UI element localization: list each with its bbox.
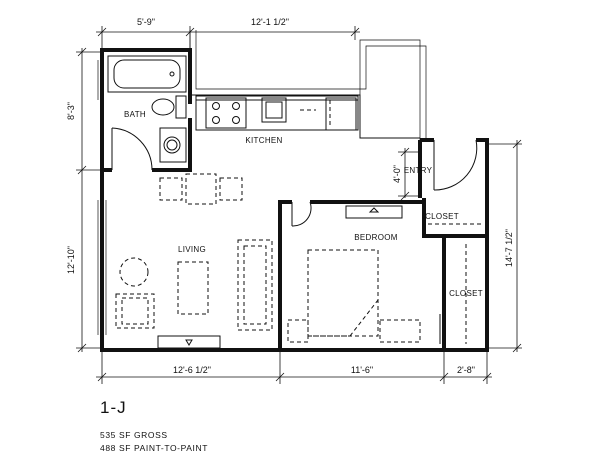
entry-door (433, 139, 478, 191)
dim-bottom-bedroom: 11'-6" (351, 365, 373, 375)
unit-name: 1-J (100, 398, 127, 417)
nightstand-left (287, 319, 309, 343)
bedroom-tv-shelf (345, 205, 403, 219)
gross-area: 535 SF GROSS (100, 430, 168, 440)
bedroom-door (291, 201, 312, 227)
room-label-bedroom: BEDROOM (354, 233, 397, 242)
dim-bottom-closet: 2'-8" (457, 365, 475, 375)
dim-left-upper: 8'-3" (66, 102, 76, 120)
dim-bottom-living: 12'-6 1/2" (173, 365, 211, 375)
walls (100, 48, 489, 352)
dim-top-right: 12'-1 1/2" (251, 17, 289, 27)
paint-area: 488 SF PAINT-TO-PAINT (100, 443, 209, 453)
dim-right: 14'-7 1/2" (504, 229, 514, 267)
room-label-bath: BATH (124, 110, 146, 119)
dim-top-left: 5'-9" (137, 17, 155, 27)
left-windows (97, 60, 107, 335)
dim-entry-depth: 4'-0" (392, 165, 402, 183)
bath-door (111, 127, 153, 171)
kitchen-counter (195, 95, 359, 131)
coffee-table (177, 261, 209, 315)
room-label-closet-upper: CLOSET (425, 212, 459, 221)
refrigerator (325, 97, 357, 131)
dresser (379, 319, 421, 343)
bath-sink (159, 127, 187, 163)
toilet (151, 95, 187, 119)
dining-set (159, 173, 243, 205)
dim-left-lower: 12'-10" (66, 246, 76, 274)
room-label-living: LIVING (178, 245, 206, 254)
room-label-closet-lower: CLOSET (449, 289, 483, 298)
kitchen-sink (261, 97, 287, 123)
room-label-kitchen: KITCHEN (245, 136, 282, 145)
round-side-table (119, 257, 149, 287)
dimension-lines (76, 26, 522, 384)
closet-lower-rod (439, 244, 467, 344)
corridor-outline (189, 30, 427, 140)
tv-console (157, 335, 221, 349)
stove (205, 97, 247, 129)
bathtub (107, 55, 187, 93)
armchair (115, 293, 155, 329)
sofa (237, 239, 273, 331)
room-label-entry: ENTRY (404, 166, 433, 175)
bed (307, 249, 379, 337)
